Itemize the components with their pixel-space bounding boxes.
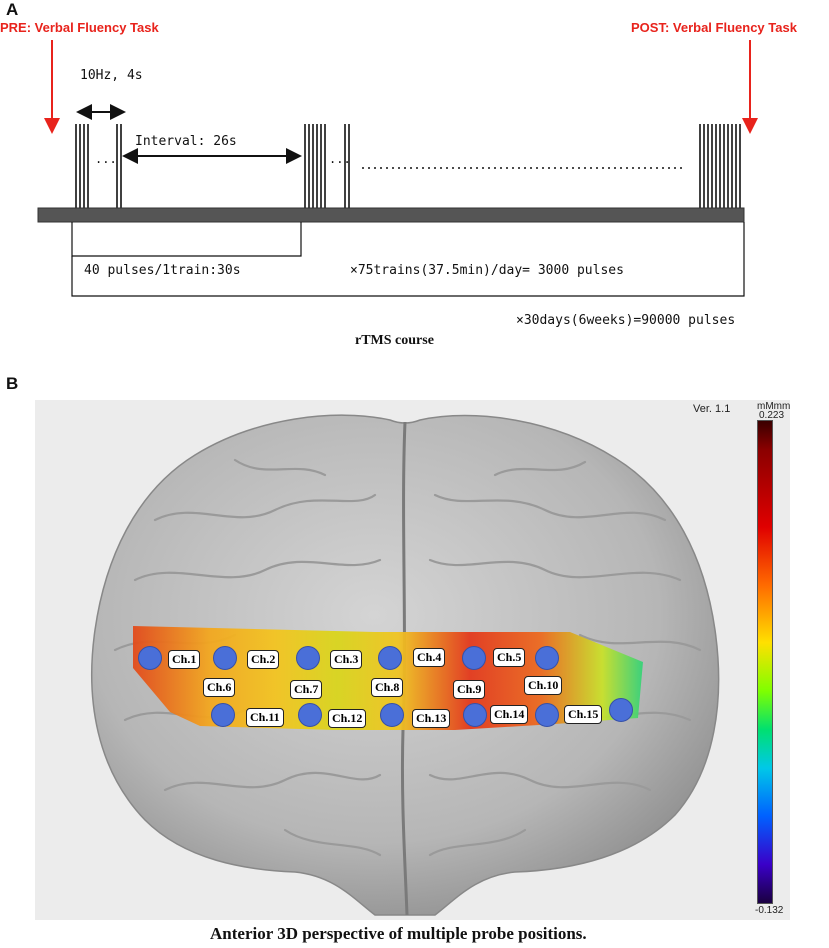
probe-dot xyxy=(378,646,402,670)
channel-label-8: Ch.8 xyxy=(371,678,404,697)
probe-dot xyxy=(463,703,487,727)
channel-label-5: Ch.5 xyxy=(493,648,526,667)
course-total-label: ×30days(6weeks)=90000 pulses xyxy=(516,313,736,328)
ellipsis-2: ... xyxy=(329,152,351,166)
train-label: 40 pulses/1train:30s xyxy=(84,263,241,278)
pulse-train-2 xyxy=(304,124,350,208)
rtms-timeline-diagram xyxy=(37,40,758,297)
probe-dot xyxy=(138,646,162,670)
probe-dot xyxy=(535,703,559,727)
channel-label-3: Ch.3 xyxy=(330,650,363,669)
channel-label-7: Ch.7 xyxy=(290,680,323,699)
pulse-train-1 xyxy=(75,124,122,208)
probe-dot xyxy=(211,703,235,727)
panel-b-label: B xyxy=(6,374,19,393)
probe-dot xyxy=(298,703,322,727)
probe-dot xyxy=(609,698,633,722)
panel-a-label: A xyxy=(6,0,19,19)
probe-dot xyxy=(296,646,320,670)
probe-dot xyxy=(462,646,486,670)
channel-label-4: Ch.4 xyxy=(413,648,446,667)
pre-task-label: PRE: Verbal Fluency Task xyxy=(0,20,159,35)
train-bracket xyxy=(71,222,302,257)
post-task-label: POST: Verbal Fluency Task xyxy=(631,20,797,35)
pulse-train-final xyxy=(699,124,741,208)
channel-label-15: Ch.15 xyxy=(564,705,603,724)
ellipsis-1: ... xyxy=(95,152,117,166)
interval-label: Interval: 26s xyxy=(135,134,237,149)
channel-label-6: Ch.6 xyxy=(203,678,236,697)
probe-dot xyxy=(213,646,237,670)
panel-b-caption: Anterior 3D perspective of multiple prob… xyxy=(210,924,587,943)
timeline-bar xyxy=(37,207,745,223)
channel-label-9: Ch.9 xyxy=(453,680,486,699)
channel-label-10: Ch.10 xyxy=(524,676,563,695)
probe-dot xyxy=(380,703,404,727)
channel-label-2: Ch.2 xyxy=(247,650,280,669)
color-scale-bar xyxy=(757,420,773,904)
channel-label-1: Ch.1 xyxy=(168,650,201,669)
course-bracket xyxy=(71,222,745,297)
channel-label-12: Ch.12 xyxy=(328,709,367,728)
channel-label-14: Ch.14 xyxy=(490,705,529,724)
frequency-label: 10Hz, 4s xyxy=(80,68,143,83)
version-label: Ver. 1.1 xyxy=(693,403,731,415)
course-title: rTMS course xyxy=(355,333,434,348)
probe-dot xyxy=(535,646,559,670)
channel-label-11: Ch.11 xyxy=(246,708,284,727)
scale-max-label: 0.223 xyxy=(759,410,785,421)
day-label: ×75trains(37.5min)/day= 3000 pulses xyxy=(350,263,624,278)
brain-render-view: Ch.1 Ch.2 Ch.3 Ch.4 Ch.5 Ch.6 Ch.7 Ch.8 … xyxy=(35,400,790,920)
scale-min-label: -0.132 xyxy=(755,905,784,916)
unit-label: mMmm xyxy=(757,401,790,412)
channel-label-13: Ch.13 xyxy=(412,709,451,728)
